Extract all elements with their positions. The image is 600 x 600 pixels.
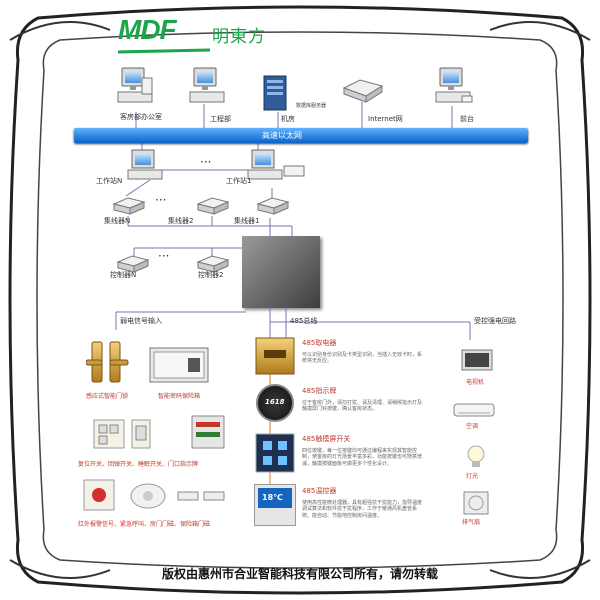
ellipsis: ··· [200, 155, 212, 169]
node-label-database-server: 数据库服务器 [296, 103, 327, 109]
bus485-label: 485总线 [290, 317, 318, 325]
door-sign-icon [191, 415, 225, 449]
module-indicator-title: 485指示牌 [302, 387, 337, 395]
module-thermostat-desc: 使用高性能微处理器，具有超强抗干扰能力，指导温度调试算法和软件抗干扰程序，工作于… [302, 500, 423, 519]
ethernet-label: 高速以太网 [262, 131, 302, 140]
thermostat-display [258, 488, 292, 508]
hub-1-label: 集线器1 [234, 217, 260, 225]
hub-icon [112, 197, 146, 215]
strong-circuit-label: 受控强电回路 [474, 317, 516, 325]
switch-icon [131, 419, 151, 449]
server-icon [263, 75, 287, 111]
controller-n-label: 控制器N [110, 271, 137, 279]
weak-signal-label: 弱电信号输入 [120, 317, 162, 325]
emergency-button-icon [83, 479, 115, 511]
computer-icon [117, 67, 153, 103]
load-ac-label: 空调 [466, 423, 479, 430]
room-number-badge: 1618 [265, 398, 285, 406]
load-tv-label: 电视机 [466, 379, 485, 386]
copyright-footer: 版权由惠州市合业智能科技有限公司所有，请勿转载 [161, 567, 438, 581]
controller-icon [196, 255, 230, 273]
controller-2-label: 控制器2 [198, 271, 224, 279]
node-label-housekeeping-office: 客房部办公室 [120, 113, 162, 121]
load-exhaust-fan-label: 排气扇 [462, 519, 481, 526]
workstation-n-label: 工作站N [96, 177, 123, 185]
door-magnet-icon [177, 491, 225, 501]
computer-icon [435, 67, 473, 103]
brand-chinese-name: 明東方 [212, 27, 266, 47]
door-indicator-plate [256, 384, 294, 422]
light-bulb-icon [467, 445, 485, 467]
ethernet-bus [74, 128, 528, 143]
computer-icon [127, 149, 163, 180]
safe-icon [149, 347, 209, 383]
node-label-machine-room: 机房 [281, 115, 295, 123]
logo-underline [117, 48, 211, 54]
lock-label: 感应式智能门锁 [86, 393, 129, 400]
controller-icon [116, 255, 150, 273]
room-controller-cabinet [242, 236, 320, 308]
workstation-1-label: 工作站1 [226, 177, 252, 185]
alarm-label: 红外报警信号、紧急呼叫、房门门磁、保险箱门磁 [78, 521, 211, 528]
computer-icon [189, 67, 225, 103]
power-card-holder-icon [255, 337, 295, 375]
module-indicator-desc: 位于客房门外，请勿打扰、请及清理、请稍候指示灯及触摸屏门铃按键，确认客房状态。 [302, 400, 423, 413]
switch-panel-icon [93, 419, 125, 449]
air-conditioner-icon [453, 403, 495, 417]
safe-label: 智能密码保险箱 [158, 393, 201, 400]
exhaust-fan-icon [463, 491, 489, 515]
touch-switch-icon [255, 433, 295, 473]
door-lock-icon [86, 341, 129, 383]
tv-icon [461, 349, 493, 371]
infrared-sensor-icon [130, 483, 166, 509]
router-icon [342, 79, 384, 103]
hub-icon [196, 197, 230, 215]
hub-icon [256, 197, 290, 215]
module-touch-switch-title: 485触摸屏开关 [302, 435, 351, 443]
hub-n-label: 集线器N [104, 217, 131, 225]
module-thermostat-title: 485温控器 [302, 487, 337, 495]
module-power-holder-title: 485取电器 [302, 339, 337, 347]
brand-logo-text: MDF [118, 14, 177, 45]
module-touch-switch-desc: 四位按键，每一位按键均可通过编程来实现其智能控制，使客房的灯光场景丰富多彩。功能… [302, 448, 423, 467]
node-label-internet: Internet网 [368, 115, 403, 123]
switches-label: 复位开关、回弹开关、睡眠开关、门口指示牌 [78, 461, 199, 468]
load-light-label: 灯光 [466, 473, 479, 480]
computer-icon [247, 149, 305, 180]
ellipsis: ··· [155, 193, 167, 207]
node-label-engineering: 工程部 [210, 115, 231, 123]
module-power-holder-desc: 可以识别身份识别及卡类型识别，当插入无效卡时，系统将无反应。 [302, 352, 423, 365]
thermostat-temperature: 18℃ [262, 493, 283, 502]
node-label-front-desk: 前台 [460, 115, 474, 123]
hub-2-label: 集线器2 [168, 217, 194, 225]
ellipsis: ··· [158, 249, 170, 263]
